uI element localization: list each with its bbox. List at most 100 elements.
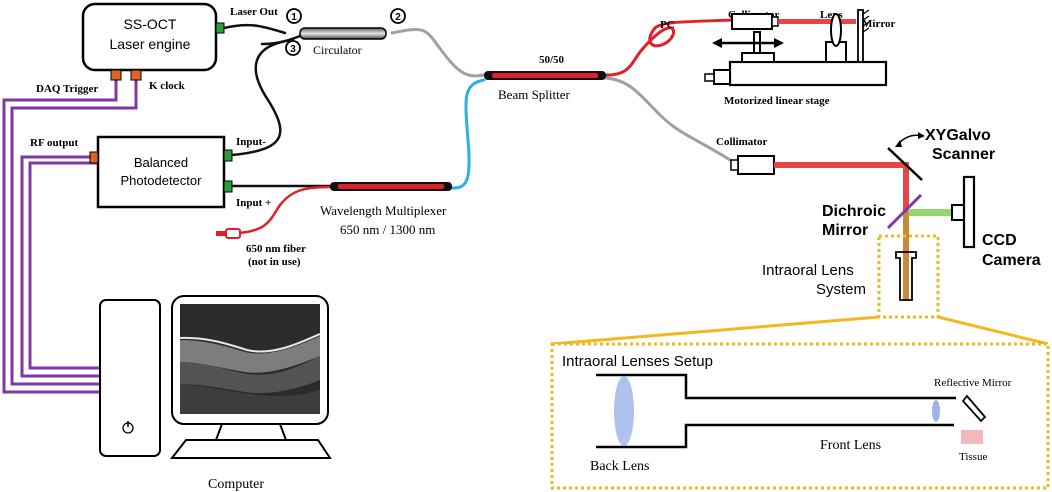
ccd-label-line2: Camera	[982, 252, 1041, 269]
inset-reflective-mirror	[961, 394, 987, 423]
fibers	[222, 18, 740, 235]
collimator-sample-label: Collimator	[716, 136, 767, 148]
oct-image-surface	[179, 333, 321, 353]
rf-output-label: RF output	[30, 137, 79, 149]
split-ratio-label: 50/50	[539, 54, 565, 66]
wavelength-multiplexer: Wavelength Multiplexer 650 nm / 1300 nm	[320, 182, 452, 237]
front-lens	[932, 400, 940, 422]
input-minus-connector	[223, 149, 233, 162]
wdm-label-line1: Wavelength Multiplexer	[320, 203, 447, 218]
rf-output-connector	[89, 151, 99, 164]
wdm-label-line2: 650 nm / 1300 nm	[340, 222, 435, 237]
dichroic-label-line1: Dichroic	[822, 203, 886, 220]
photodetector-line2: Photodetector	[121, 173, 203, 188]
monitor-stand	[214, 423, 288, 441]
back-lens-label: Back Lens	[590, 459, 649, 474]
sample-arm: Collimator XYGalvo Scanner Dichroic Mirr…	[716, 127, 1041, 319]
galvo-label-line2: Scanner	[932, 146, 995, 163]
circulator-body	[299, 27, 387, 40]
stage-motor	[713, 69, 731, 85]
intraoral-label-line1: Intraoral Lens	[762, 262, 854, 279]
lens-element	[830, 13, 842, 47]
input-plus-connector	[223, 180, 233, 193]
laser-engine: SS-OCT Laser engine Laser Out DAQ Trigge…	[36, 2, 278, 95]
probe-beam	[903, 212, 909, 301]
sample-beam-horizontal	[774, 162, 908, 168]
mirror-hatching	[862, 9, 870, 33]
mirror-label: Mirror	[862, 18, 896, 30]
motion-arrow-right-head	[774, 38, 784, 48]
dichroic-label-line2: Mirror	[822, 222, 868, 239]
fiber-650-ferrule	[216, 231, 226, 236]
laser-engine-box	[81, 2, 218, 72]
beam-splitter-label: Beam Splitter	[498, 87, 571, 102]
motion-arrow-left-head	[712, 38, 722, 48]
port-2-marker	[390, 8, 406, 24]
sample-beam-down	[903, 162, 909, 212]
photodetector-box	[96, 135, 226, 209]
circulator: 1 2 3 Circulator	[285, 8, 406, 57]
linear-stage-base	[728, 60, 888, 87]
beam-splitter-core	[492, 73, 598, 78]
reference-mirror	[857, 9, 864, 63]
wdm-core	[338, 184, 444, 189]
pc-label: PC	[660, 19, 675, 31]
beam-splitter: 50/50 Beam Splitter	[484, 54, 606, 102]
probe-highlight-box	[877, 234, 940, 319]
photodetector-line1: Balanced	[134, 155, 188, 170]
tissue-label: Tissue	[959, 451, 987, 463]
port-2-label: 2	[395, 12, 401, 23]
input-minus-label: Input-	[236, 136, 266, 148]
collimator-sample-body	[737, 155, 775, 175]
linear-stage-label: Motorized linear stage	[724, 95, 830, 107]
inset-tube-top	[596, 373, 956, 400]
reference-arm: PC Collimator Lens Mirror Motorized line…	[660, 9, 896, 107]
intraoral-inset: Intraoral Lenses Setup Reflective Mirror…	[550, 315, 1050, 490]
reference-beam	[778, 19, 856, 24]
inset-connector-left	[551, 315, 880, 346]
computer-label: Computer	[208, 477, 264, 492]
fiber-650-tip	[225, 228, 241, 239]
dichroic-mirror	[886, 193, 923, 230]
collimator-ref-body	[731, 13, 773, 30]
intraoral-probe	[895, 251, 917, 301]
reflective-mirror-label: Reflective Mirror	[934, 377, 1012, 389]
collimator-ref-tip	[771, 16, 779, 27]
inset-tube-bottom	[596, 423, 954, 449]
daq-trigger-label: DAQ Trigger	[36, 83, 98, 95]
ccd-body	[962, 175, 976, 249]
galvo-arrow-head-left	[895, 140, 902, 147]
fiber-650-connector: 650 nm fiber (not in use)	[216, 228, 306, 268]
port-1-label: 1	[291, 12, 297, 23]
laser-out-label: Laser Out	[230, 6, 278, 18]
port-1-marker	[286, 8, 302, 24]
daq-cables	[2, 80, 138, 394]
galvo-label-line1: XYGalvo	[925, 127, 991, 144]
k-clock-connector	[130, 69, 142, 81]
collimator-sample-tip	[730, 159, 739, 171]
inset-box	[550, 342, 1050, 490]
camera-beam	[908, 209, 952, 216]
computer: Computer	[99, 295, 332, 492]
stage-motor-shaft	[704, 73, 715, 82]
not-in-use-label: (not in use)	[248, 256, 301, 268]
inset-connector-right	[937, 315, 1049, 346]
laser-engine-line1: SS-OCT	[124, 16, 177, 32]
fiber-650-label: 650 nm fiber	[246, 243, 306, 255]
k-clock-label: K clock	[149, 80, 186, 92]
ccd-lens	[951, 204, 965, 221]
oct-image-layer-3	[180, 384, 320, 414]
laser-engine-line2: Laser engine	[110, 36, 191, 52]
galvo-arrow-head-right	[918, 132, 925, 139]
circulator-label: Circulator	[313, 43, 362, 57]
intraoral-label-line2: System	[816, 281, 866, 298]
inset-title: Intraoral Lenses Setup	[562, 353, 713, 370]
input-plus-label: Input +	[236, 197, 271, 209]
keyboard	[169, 439, 332, 459]
oct-image-layer-1	[180, 336, 320, 373]
tissue-sample	[961, 430, 983, 444]
computer-tower	[99, 299, 161, 457]
daq-trigger-connector	[110, 69, 122, 81]
port-3-marker	[285, 40, 301, 56]
